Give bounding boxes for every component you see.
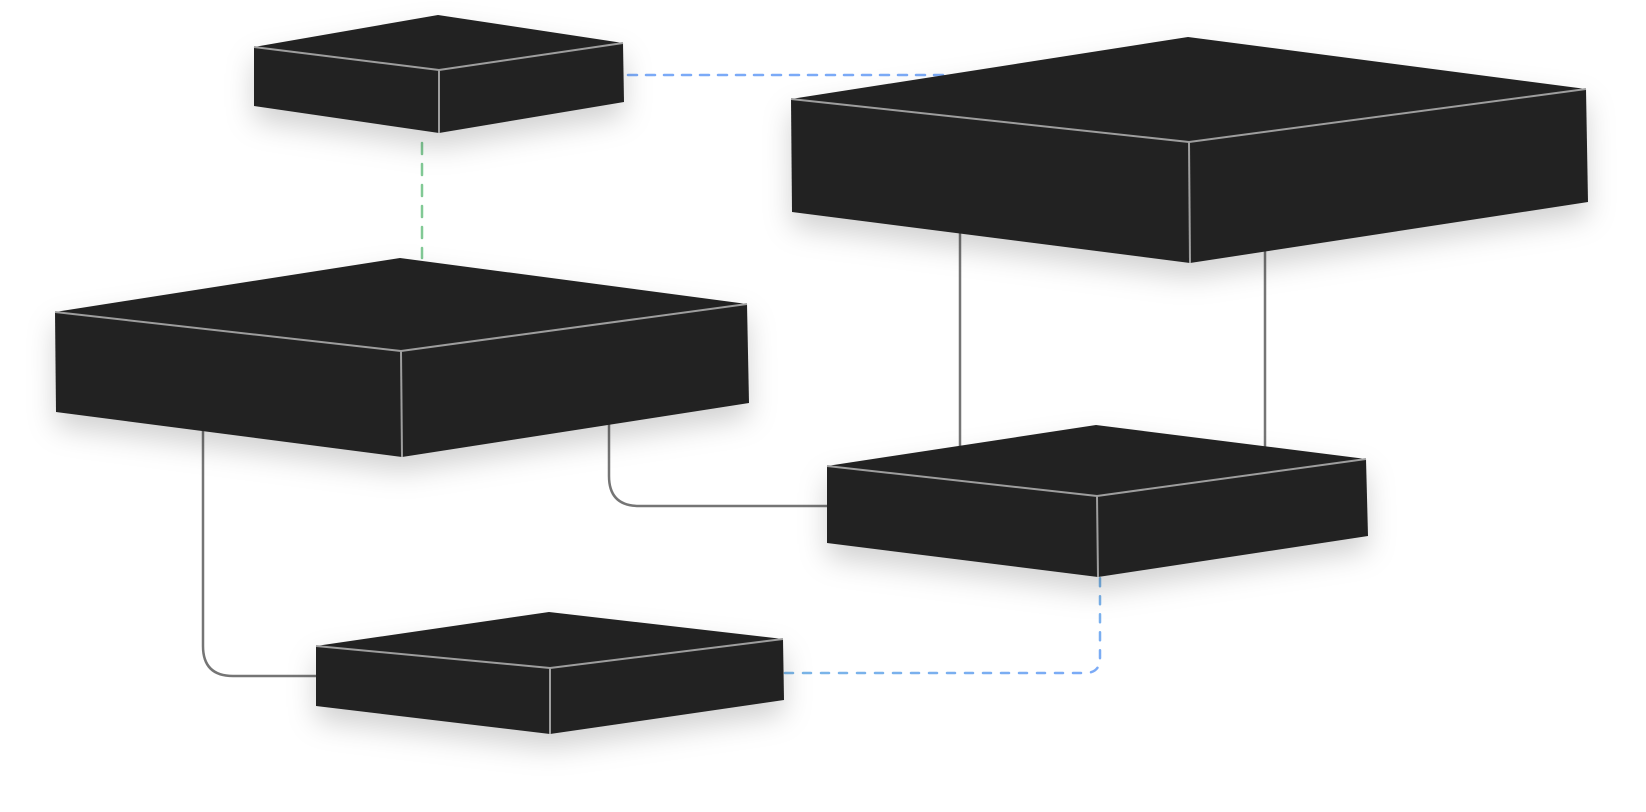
block-left-face xyxy=(791,99,1190,263)
connector-large-middle-left-to-middle-right xyxy=(607,418,832,508)
block-left-face xyxy=(316,646,550,734)
block-right-face xyxy=(550,639,784,734)
block-top-face xyxy=(791,37,1586,142)
block-edge-line xyxy=(400,350,403,458)
block-top-face xyxy=(827,425,1366,496)
block-left-face xyxy=(55,312,402,457)
block-small-top[interactable] xyxy=(253,15,624,133)
block-middle-right[interactable] xyxy=(826,425,1368,578)
block-right-face xyxy=(401,304,749,457)
block-edge-line xyxy=(1096,495,1099,578)
block-right-face xyxy=(1097,459,1368,577)
connectors xyxy=(201,73,1267,678)
block-bottom[interactable] xyxy=(315,612,784,734)
block-large-middle-left[interactable] xyxy=(54,258,749,458)
block-left-face xyxy=(827,466,1098,577)
block-edge-line xyxy=(1188,141,1191,264)
block-right-face xyxy=(439,43,624,133)
block-large-top-right[interactable] xyxy=(790,37,1588,264)
block-top-face xyxy=(316,612,783,668)
connector-large-middle-left-to-bottom xyxy=(201,423,320,678)
block-right-face xyxy=(1189,89,1588,263)
connector-bottom-to-middle-right xyxy=(783,573,1102,675)
block-left-face xyxy=(254,47,439,133)
block-top-face xyxy=(55,258,747,351)
